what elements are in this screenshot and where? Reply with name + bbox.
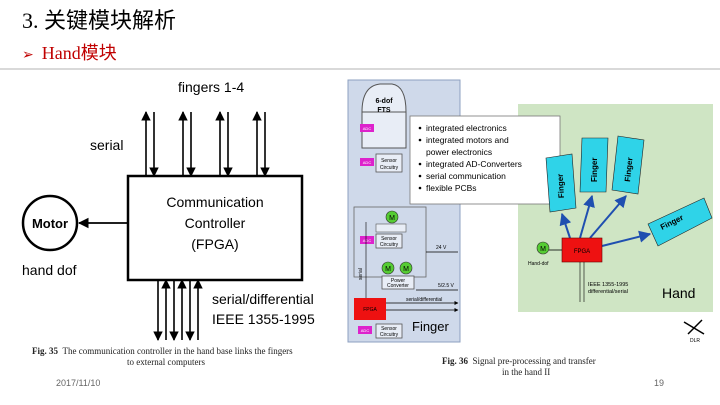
fig36-finger-tab-label-3: Finger bbox=[623, 157, 635, 182]
fig35-box-line2: Controller bbox=[185, 215, 246, 231]
fig36-hand-label: Hand bbox=[662, 285, 695, 301]
fig36-serial-diff-label: serial/differential bbox=[406, 297, 442, 303]
fig36-dlr-label: DLR bbox=[690, 338, 700, 344]
fig36-diffserial-label: differential/serial bbox=[588, 289, 628, 295]
fig35-caption: Fig. 35 The communication controller in … bbox=[32, 346, 332, 368]
fig35-ieee-label: IEEE 1355-1995 bbox=[212, 311, 315, 327]
fig36-finger-tab-label-1: Finger bbox=[556, 173, 566, 198]
fig36-circuitry-1: Circuitry bbox=[380, 165, 399, 171]
fig36-caption: Fig. 36 Signal pre-processing and transf… bbox=[442, 356, 672, 378]
fig36-feature-0: integrated electronics bbox=[426, 123, 507, 133]
fig35-diagram: fingers 1-4 serial Communication Control… bbox=[21, 79, 315, 341]
fig36-sensor-1: Sensor bbox=[381, 158, 397, 164]
fig36-hand-connections bbox=[559, 194, 652, 247]
fig36-adc-3: ADC bbox=[363, 238, 372, 243]
fig36-finger-tab-2 bbox=[579, 137, 609, 193]
footer-date: 2017/11/10 bbox=[56, 378, 101, 388]
fig36-finger-tab-label-2: Finger bbox=[590, 158, 599, 182]
fig36-feature-5: flexible PCBs bbox=[426, 183, 477, 193]
fig35-caption-text2: to external computers bbox=[127, 357, 205, 367]
fig36-fts-label: FTS bbox=[377, 107, 391, 114]
fig36-motor-m-3: M bbox=[403, 266, 409, 273]
fig36-finger-fpga bbox=[354, 298, 386, 320]
title-divider bbox=[0, 68, 720, 70]
fig36-feature-2: power electronics bbox=[426, 147, 492, 157]
fig36-fpga-label-2: FPGA bbox=[574, 249, 590, 255]
fig36-motor-m-1: M bbox=[389, 215, 395, 222]
subtitle-text: Hand模块 bbox=[41, 43, 117, 63]
fig35-motor-label: Motor bbox=[32, 216, 68, 231]
fig36-adc-4: ADC bbox=[361, 328, 370, 333]
fig36-motor-m-2: M bbox=[385, 266, 391, 273]
fig36-caption-num: Fig. 36 bbox=[442, 356, 468, 366]
fig36-circuitry-3: Circuitry bbox=[380, 332, 399, 338]
fig36-motor-m-hand: M bbox=[540, 246, 546, 253]
fig36-finger-tab-4 bbox=[647, 197, 713, 247]
fig36-24v-label: 24 V bbox=[436, 245, 447, 251]
fig36-caption-text2: in the hand II bbox=[502, 367, 551, 377]
fig36-feature-4: serial communication bbox=[426, 171, 506, 181]
fig36-features-list: integrated electronics integrated motors… bbox=[418, 123, 522, 193]
fig36-sensor-2: Sensor bbox=[381, 236, 397, 242]
fig35-bottom-arrows bbox=[153, 279, 203, 341]
fig35-top-label: fingers 1-4 bbox=[178, 79, 244, 95]
fig36-adc-2: ADC bbox=[363, 160, 372, 165]
fig35-serial-label: serial bbox=[90, 137, 123, 153]
fig35-caption-text: The communication controller in the hand… bbox=[62, 346, 293, 356]
fig36-feature-3: integrated AD-Converters bbox=[426, 159, 522, 169]
fig36-serial-vert-label: serial bbox=[358, 268, 364, 280]
fig35-box-line1: Communication bbox=[166, 194, 263, 210]
fig36-sensor-3: Sensor bbox=[381, 326, 397, 332]
fig36-ieee-label: IEEE 1355-1995 bbox=[588, 282, 628, 288]
fig35-serial-diff-label: serial/differential bbox=[212, 291, 314, 307]
slide-subtitle: ➢ Hand模块 bbox=[22, 42, 117, 67]
fig35-motor-circle bbox=[21, 194, 79, 252]
fig36-feature-1: integrated motors and bbox=[426, 135, 509, 145]
footer-page-number: 19 bbox=[654, 378, 665, 388]
fig36-fpga-label-1: FPGA bbox=[363, 307, 377, 313]
fig35-top-arrows bbox=[141, 111, 270, 177]
dlr-logo-icon: DLR bbox=[683, 319, 705, 344]
fig35-box-line3: (FPGA) bbox=[191, 236, 238, 252]
fig36-finger-tab-1 bbox=[545, 153, 577, 213]
fig36-hand-dof-label: Hand-dof bbox=[528, 261, 549, 267]
fig36-caption-text: Signal pre-processing and transfer bbox=[472, 356, 596, 366]
fig35-caption-num: Fig. 35 bbox=[32, 346, 58, 356]
fig36-dof-label: 6-dof bbox=[375, 98, 393, 105]
fig36-hand-fpga bbox=[561, 237, 603, 263]
fig36-adc-1: ADC bbox=[363, 126, 372, 131]
fig36-converter-label: Converter bbox=[387, 283, 409, 289]
fig36-finger-tab-3 bbox=[611, 135, 645, 195]
fig36-finger-label: Finger bbox=[412, 319, 450, 334]
arrow-bullet-icon: ➢ bbox=[22, 48, 34, 63]
fig36-circuitry-2: Circuitry bbox=[380, 242, 399, 248]
fig36-adc-blocks: ADC ADC ADC ADC bbox=[358, 124, 374, 334]
fig36-power-label: Power bbox=[391, 278, 406, 284]
fig35-hand-dof-label: hand dof bbox=[22, 262, 77, 278]
fig36-5v-label: 5/2.5 V bbox=[438, 283, 455, 289]
slide-title: 3. 关键模块解析 bbox=[22, 8, 177, 33]
fig35-controller-box bbox=[126, 174, 304, 282]
fig36-finger-tabs: Finger Finger Finger Finger bbox=[545, 135, 713, 247]
fig36-diagram: Hand 6-dof FTS ADC ADC ADC ADC Sensor Ci… bbox=[347, 79, 713, 344]
